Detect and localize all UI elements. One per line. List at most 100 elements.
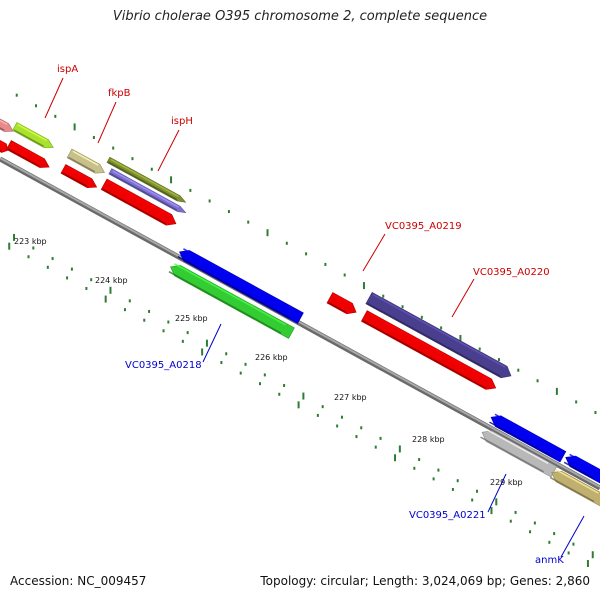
gene-cds-red-5-shadow xyxy=(327,301,347,314)
gene-ispA-upstream xyxy=(0,112,14,132)
gene-ispH-b xyxy=(108,168,187,214)
gene-ispA-upstream-shadow xyxy=(0,119,5,131)
gene-ispA-highlight xyxy=(17,124,48,142)
gene-ispH-b-shadow xyxy=(109,172,178,211)
gene-anmK-cds-body xyxy=(551,470,600,508)
tick-marks xyxy=(8,93,597,567)
gene-VC0395_A0220-body xyxy=(365,291,512,379)
leader-line xyxy=(560,515,585,558)
gene-VC0395_A0221-cds xyxy=(480,428,558,478)
gene-cds-red-5-body xyxy=(326,292,357,315)
gene-ispA-upstream-body xyxy=(0,112,14,132)
gene-fkpB-body xyxy=(66,148,106,174)
gene-VC0395_A0221-cds-highlight xyxy=(485,428,549,465)
gene-cds-red-2-body xyxy=(6,140,50,168)
gene-label: anmK xyxy=(535,555,564,566)
gene-cds-red-4 xyxy=(100,178,177,226)
gene-cds-red-1-body xyxy=(0,136,9,153)
gene-cds-red-3-body xyxy=(60,164,98,188)
scale-label: 225 kbp xyxy=(175,314,208,323)
leader-line xyxy=(487,473,507,513)
leader-line xyxy=(44,77,64,119)
labels: ispA fkpB ispH VC0395_A0219VC0395_A0220VC03… xyxy=(14,64,564,566)
gene-VC0395_A0220-highlight xyxy=(372,293,506,368)
gene-anmK xyxy=(563,453,600,485)
gene-anmK-shadow xyxy=(563,461,595,480)
gene-cds-red-6-highlight xyxy=(367,312,491,381)
gene-cds-red-6 xyxy=(360,310,497,390)
gene-VC0395_A0218-cds-shadow xyxy=(168,271,282,334)
gene-label: VC0395_A0221 xyxy=(409,510,486,521)
gene-anmK-body xyxy=(565,455,600,485)
gene-VC0395_A0221-cds-body xyxy=(481,430,558,478)
map-title: Vibrio cholerae O395 chromosome 2, compl… xyxy=(112,9,488,24)
gene-ispA-upstream-highlight xyxy=(0,114,8,126)
gene-VC0395_A0218-body xyxy=(179,250,304,324)
gene-label: fkpB xyxy=(108,88,131,99)
leader-line xyxy=(451,278,475,318)
gene-VC0395_A0221-cds-shadow xyxy=(480,436,545,473)
scale-label: 227 kbp xyxy=(334,393,367,402)
gene-fkpB-shadow xyxy=(68,156,96,173)
gene-cds-red-1 xyxy=(0,136,9,153)
scale-label: 226 kbp xyxy=(255,353,288,362)
gene-cds-red-5-highlight xyxy=(333,294,352,305)
gene-ispH xyxy=(106,156,187,203)
scale-label: 229 kbp xyxy=(490,478,523,487)
gene-label: VC0395_A0218 xyxy=(125,360,202,371)
gene-cds-red-3 xyxy=(60,164,98,188)
gene-cds-red-2-highlight xyxy=(11,142,44,161)
gene-anmK-cds-shadow xyxy=(549,476,595,503)
accession-text: Accession: NC_009457 xyxy=(10,574,147,588)
leader-line xyxy=(157,129,180,172)
gene-VC0395_A0218 xyxy=(177,248,304,324)
gene-cds-red-5 xyxy=(326,292,357,315)
gene-label: VC0395_A0219 xyxy=(385,221,462,232)
gene-ispH-b-highlight xyxy=(112,170,179,208)
backbone xyxy=(0,156,600,491)
gene-cds-red-6-body xyxy=(360,310,497,390)
topology-stats-text: Topology: circular; Length: 3,024,069 bp… xyxy=(260,574,590,588)
gene-VC0395_A0218-cds-highlight xyxy=(174,263,287,326)
gene-cds-red-3-shadow xyxy=(61,172,88,187)
gene-fkpB-highlight xyxy=(72,150,99,166)
gene-features xyxy=(0,112,600,508)
gene-VC0395_A0218-cds xyxy=(168,263,295,339)
gene-ispH-highlight xyxy=(110,158,179,198)
gene-label: ispA xyxy=(57,64,78,75)
gene-ispA-shadow xyxy=(13,129,45,147)
scale-label: 228 kbp xyxy=(412,435,445,444)
gene-VC0395_A0221-shadow xyxy=(489,421,554,458)
gene-cds-red-2-shadow xyxy=(7,148,40,167)
gene-fkpB xyxy=(66,148,106,174)
gene-ispH-shadow xyxy=(107,161,178,201)
gene-cds-red-3-highlight xyxy=(66,166,91,181)
leader-line xyxy=(202,323,222,363)
gene-ispA-body xyxy=(12,122,54,148)
gene-VC0395_A0218-highlight xyxy=(183,248,296,311)
gene-label: VC0395_A0220 xyxy=(473,267,550,278)
gene-anmK-highlight xyxy=(569,453,599,471)
gene-VC0395_A0220-shadow xyxy=(366,302,501,378)
gene-cds-red-2 xyxy=(6,140,50,168)
gene-VC0395_A0218-shadow xyxy=(177,256,291,319)
gene-label: ispH xyxy=(171,116,193,127)
gene-anmK-cds-highlight xyxy=(555,468,599,494)
gene-VC0395_A0221-body xyxy=(490,415,567,463)
gene-VC0395_A0221 xyxy=(489,413,567,463)
gene-anmK-cds xyxy=(549,468,600,508)
gene-cds-red-4-shadow xyxy=(102,188,167,225)
gene-cds-red-4-body xyxy=(100,178,177,226)
leader-line xyxy=(97,101,117,144)
scale-label: 224 kbp xyxy=(95,276,128,285)
gene-ispA xyxy=(12,122,54,148)
gene-cds-red-1-highlight xyxy=(0,138,6,146)
gene-cds-red-4-highlight xyxy=(107,180,171,217)
leader-line xyxy=(362,233,386,272)
gene-VC0395_A0221-highlight xyxy=(494,413,558,450)
scale-label: 223 kbp xyxy=(14,237,47,246)
gene-VC0395_A0220 xyxy=(365,291,512,379)
backbone-highlight xyxy=(0,157,600,488)
